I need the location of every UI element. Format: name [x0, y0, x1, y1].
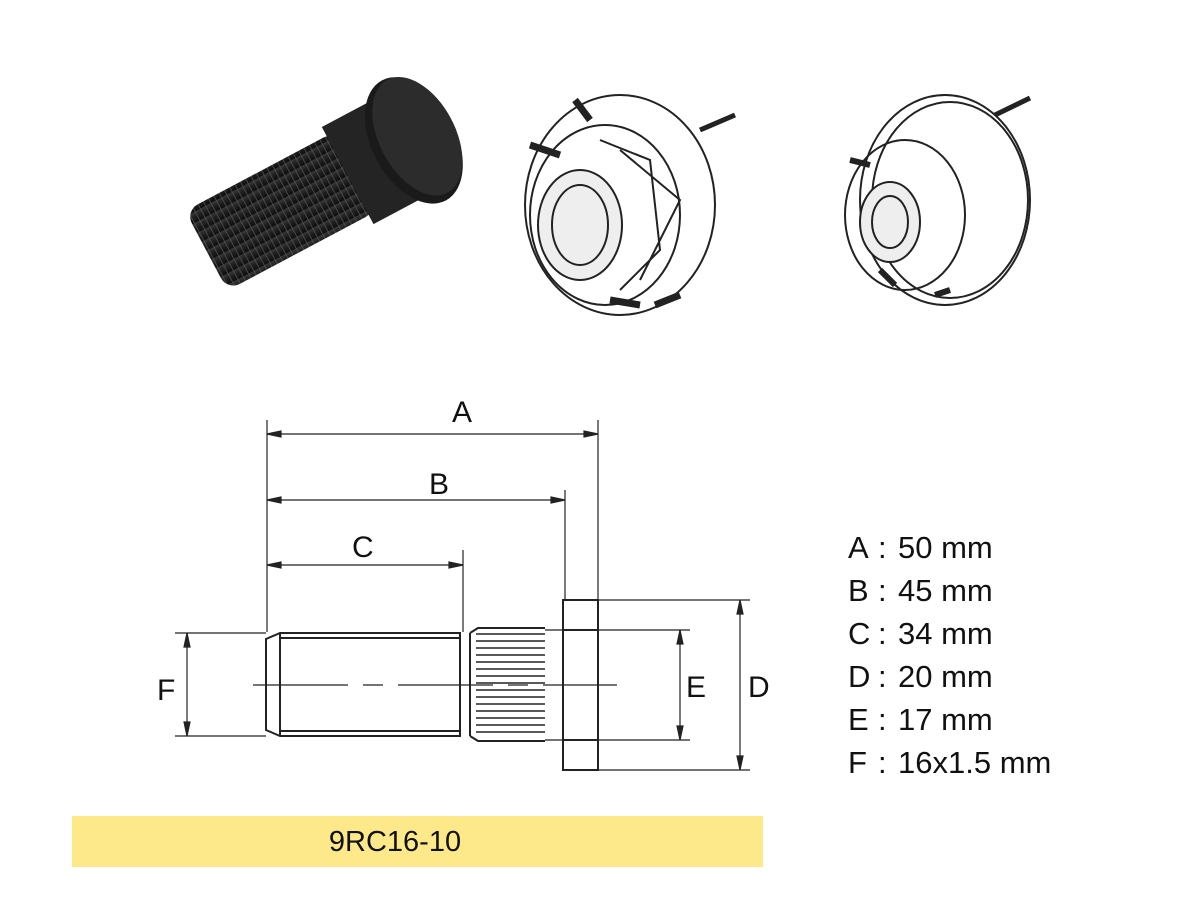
part-number-banner: 9RC16-10: [72, 816, 763, 867]
dim-label-a: A: [452, 396, 473, 429]
dim-label-d: D: [748, 671, 770, 704]
dim-label-f: F: [157, 674, 176, 707]
spec-key: E: [848, 702, 869, 737]
dimension-drawing: [175, 420, 750, 771]
dim-label-c: C: [352, 531, 374, 564]
dim-line-e: [676, 629, 684, 741]
dim-line-a: [266, 430, 599, 438]
spec-key: F: [848, 745, 867, 780]
spec-value: 34 mm: [898, 616, 993, 651]
dim-line-c: [266, 561, 464, 569]
spec-row: D:20 mm: [848, 659, 993, 694]
dim-line-b: [266, 496, 566, 504]
hub-right-drawing: [844, 94, 1032, 306]
spec-value: 50 mm: [898, 530, 993, 565]
dim-label-b: B: [429, 468, 450, 501]
spec-value: 45 mm: [898, 573, 993, 608]
dim-line-d: [736, 599, 744, 771]
spec-key: D: [848, 659, 871, 694]
hub-left-drawing: [524, 94, 736, 316]
spec-row: A:50 mm: [848, 530, 993, 565]
knurl-lines: [476, 633, 545, 733]
spec-value: 20 mm: [898, 659, 993, 694]
spec-key: A: [848, 530, 869, 565]
spec-row: C:34 mm: [848, 616, 993, 651]
dim-line-f: [183, 632, 191, 737]
spec-row: F:16x1.5 mm: [848, 745, 1052, 780]
bolt-photo: [190, 77, 463, 286]
spec-row: B:45 mm: [848, 573, 993, 608]
dim-label-e: E: [686, 671, 707, 704]
spec-value: 17 mm: [898, 702, 993, 737]
part-number: 9RC16-10: [328, 826, 462, 858]
spec-key: B: [848, 573, 869, 608]
spec-row: E:17 mm: [848, 702, 993, 737]
spec-value: 16x1.5 mm: [898, 745, 1052, 780]
spec-key: C: [848, 616, 871, 651]
